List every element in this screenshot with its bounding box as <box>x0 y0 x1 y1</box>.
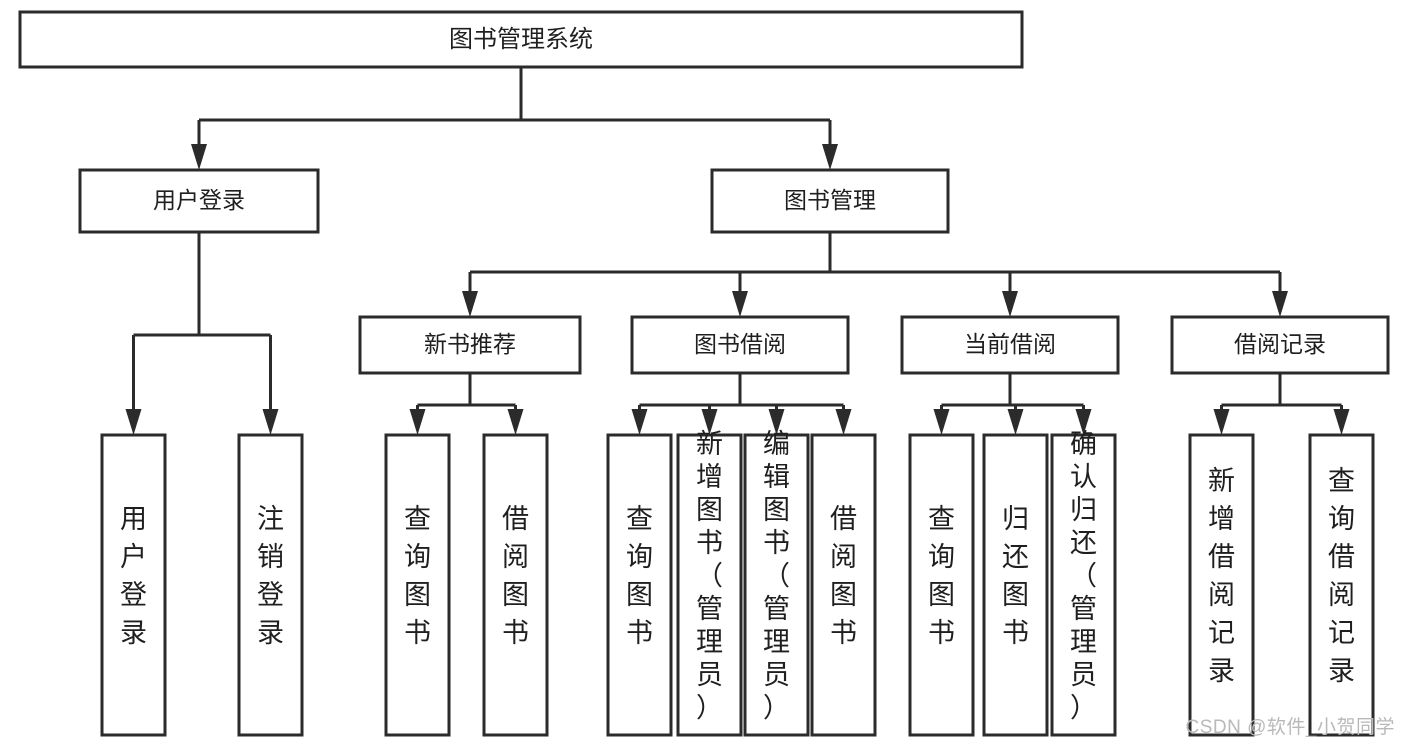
node-label-leaf_1: 注销登录 <box>257 504 284 648</box>
node-box-leaf_2 <box>384 433 451 737</box>
node-box-leaf_4 <box>606 433 673 737</box>
node-leaf_1[interactable]: 注销登录 <box>237 433 304 737</box>
connectors-layer <box>125 67 1350 435</box>
node-leaf_8[interactable]: 查询图书 <box>908 433 975 737</box>
node-label-l3_3: 借阅记录 <box>1234 331 1326 357</box>
nodes-layer: 图书管理系统用户登录图书管理新书推荐图书借阅当前借阅借阅记录用户登录注销登录查询… <box>18 10 1390 737</box>
node-box-l3_1 <box>630 315 850 375</box>
node-label-l3_0: 新书推荐 <box>424 331 516 357</box>
arrow-head-borrow-bus-1 <box>701 409 718 435</box>
node-box-leaf_12 <box>1308 433 1375 737</box>
arrow-head-borrow-bus-0 <box>631 409 648 435</box>
node-box-leaf_0 <box>100 433 167 737</box>
node-box-root <box>18 10 1024 69</box>
arrow-head-record-bus-0 <box>1213 409 1230 435</box>
arrow-head-current-bus-2 <box>1075 409 1092 435</box>
arrow-head-new-book-bus-1 <box>507 409 524 435</box>
node-label-leaf_5: 新增图书（管理员） <box>696 429 723 723</box>
node-box-leaf_5 <box>676 433 743 737</box>
node-leaf_10[interactable]: 确认归还（管理员） <box>1050 429 1117 737</box>
node-leaf_3[interactable]: 借阅图书 <box>482 433 549 737</box>
node-label-l3_1: 图书借阅 <box>694 331 786 357</box>
node-label-leaf_7: 借阅图书 <box>830 504 857 648</box>
node-l3_3[interactable]: 借阅记录 <box>1170 315 1390 375</box>
node-l2_1[interactable]: 图书管理 <box>710 168 950 234</box>
node-box-leaf_10 <box>1050 433 1117 737</box>
node-label-leaf_11: 新增借阅记录 <box>1208 466 1235 686</box>
node-box-l2_1 <box>710 168 950 234</box>
arrow-head-book-manage-bus-3 <box>1272 291 1288 317</box>
arrow-head-user-login-bus-1 <box>262 409 279 435</box>
node-label-l2_0: 用户登录 <box>153 187 245 213</box>
arrow-head-book-manage-bus-1 <box>732 291 748 317</box>
node-label-leaf_0: 用户登录 <box>120 504 147 648</box>
node-label-leaf_12: 查询借阅记录 <box>1328 466 1355 686</box>
node-l3_1[interactable]: 图书借阅 <box>630 315 850 375</box>
arrow-head-root-bus-1 <box>822 144 838 170</box>
node-box-leaf_3 <box>482 433 549 737</box>
node-leaf_11[interactable]: 新增借阅记录 <box>1188 433 1255 737</box>
arrow-head-current-bus-0 <box>933 409 950 435</box>
node-label-leaf_2: 查询图书 <box>404 504 431 648</box>
arrow-head-root-bus-0 <box>191 144 207 170</box>
node-label-leaf_4: 查询图书 <box>626 504 653 648</box>
arrow-head-borrow-bus-3 <box>835 409 852 435</box>
node-box-leaf_9 <box>982 433 1049 737</box>
node-leaf_5[interactable]: 新增图书（管理员） <box>676 429 743 737</box>
node-box-l3_3 <box>1170 315 1390 375</box>
node-leaf_7[interactable]: 借阅图书 <box>810 433 877 737</box>
node-leaf_4[interactable]: 查询图书 <box>606 433 673 737</box>
node-root[interactable]: 图书管理系统 <box>18 10 1024 69</box>
node-leaf_6[interactable]: 编辑图书（管理员） <box>743 429 810 737</box>
node-label-l3_2: 当前借阅 <box>964 331 1056 357</box>
arrow-head-book-manage-bus-2 <box>1002 291 1018 317</box>
node-leaf_9[interactable]: 归还图书 <box>982 433 1049 737</box>
arrow-head-current-bus-1 <box>1007 409 1024 435</box>
node-box-l2_0 <box>78 168 320 234</box>
node-leaf_12[interactable]: 查询借阅记录 <box>1308 433 1375 737</box>
arrow-head-user-login-bus-0 <box>125 409 142 435</box>
node-label-l2_1: 图书管理 <box>784 187 876 213</box>
arrow-head-record-bus-1 <box>1333 409 1350 435</box>
node-label-leaf_6: 编辑图书（管理员） <box>763 429 790 723</box>
arrow-head-book-manage-bus-0 <box>462 291 478 317</box>
node-box-leaf_1 <box>237 433 304 737</box>
node-leaf_2[interactable]: 查询图书 <box>384 433 451 737</box>
node-leaf_0[interactable]: 用户登录 <box>100 433 167 737</box>
node-label-root: 图书管理系统 <box>449 26 593 53</box>
node-box-l3_2 <box>900 315 1120 375</box>
node-box-leaf_8 <box>908 433 975 737</box>
node-label-leaf_8: 查询图书 <box>928 504 955 648</box>
node-label-leaf_9: 归还图书 <box>1002 504 1029 648</box>
node-l2_0[interactable]: 用户登录 <box>78 168 320 234</box>
node-box-leaf_6 <box>743 433 810 737</box>
node-label-leaf_10: 确认归还（管理员） <box>1070 429 1097 723</box>
node-l3_0[interactable]: 新书推荐 <box>358 315 582 375</box>
node-box-leaf_11 <box>1188 433 1255 737</box>
node-l3_2[interactable]: 当前借阅 <box>900 315 1120 375</box>
node-box-leaf_7 <box>810 433 877 737</box>
node-box-l3_0 <box>358 315 582 375</box>
arrow-head-borrow-bus-2 <box>768 409 785 435</box>
arrow-head-new-book-bus-0 <box>409 409 426 435</box>
node-label-leaf_3: 借阅图书 <box>502 504 529 648</box>
